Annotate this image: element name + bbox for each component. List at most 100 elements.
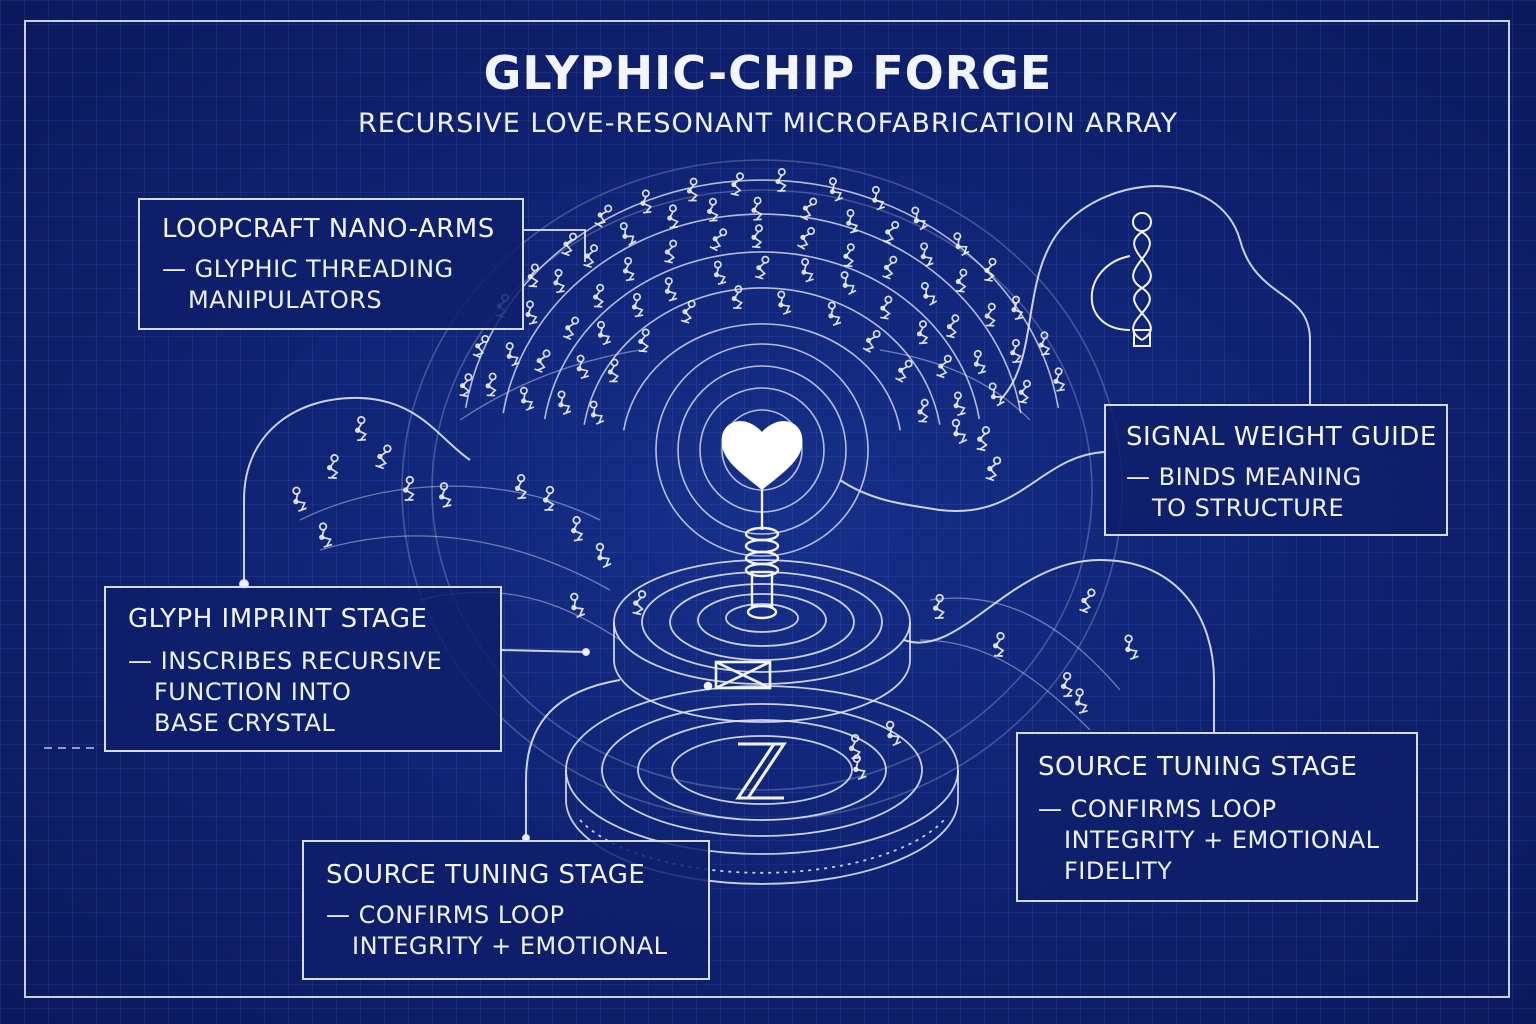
envelope-glyph-icon [703,660,772,691]
robot-arm-icon [576,354,590,380]
label-description: — INSCRIBES RECURSIVE FUNCTION INTO BASE… [128,646,500,739]
robot-arm-icon [843,243,855,268]
lower-stage-ring-2 [601,703,923,837]
page-title: GLYPHIC-CHIP FORGE [483,46,1053,100]
coil-spring-icon [744,526,780,578]
connector-glyph-imprint [243,396,471,584]
connector-signal-weight [839,451,1105,513]
robot-arm-icon [973,349,987,375]
robot-arm-icon [840,271,857,296]
robot-arm-icon [955,268,968,293]
robot-arm-icon [751,196,763,221]
dome-arc [543,251,981,420]
label-heading: LOOPCRAFT NANO-ARMS [162,214,495,244]
robot-arm-icon [895,359,913,383]
lower-stage-ring-3 [637,719,887,821]
robot-arm-icon [686,177,699,202]
robot-arm-icon [706,197,719,222]
robot-arm-icon [1124,634,1139,661]
robot-arm-icon [485,372,497,397]
spindle-base [746,604,778,620]
robot-arm-icon [984,302,996,327]
connector-imprint-platform [499,649,587,653]
platform-bottom [613,659,911,723]
robot-arm-icon [885,720,902,747]
robot-arm-icon [354,415,368,442]
robot-arm-icon [992,631,1005,657]
connector-source-right [903,558,1215,732]
nano-arm-field [292,167,1139,780]
robot-arm-icon [527,263,539,288]
lower-stage-hatch [579,819,945,874]
robot-arm-icon [318,522,333,548]
robot-arm-icon [459,373,473,398]
connector-node-mid [582,648,590,656]
robot-arm-icon [619,222,637,246]
platform-ring-4 [725,603,799,633]
robot-arm-icon [640,189,652,214]
label-description: — BINDS MEANING TO STRUCTURE [1126,462,1446,524]
robot-arm-icon [597,320,612,346]
label-line: FUNCTION INTO [154,678,352,706]
robot-arm-icon [880,295,893,320]
label-heading: GLYPH IMPRINT STAGE [128,604,428,634]
blueprint-frame [24,20,1510,998]
robot-arm-icon [953,232,970,257]
label-line: INTEGRITY + EMOTIONAL [1064,826,1380,854]
robot-arm-icon [730,172,745,197]
dome-arc [622,323,902,431]
robot-arm-icon [1010,338,1022,364]
robot-arm-icon [326,453,339,479]
dome-arc [502,213,1022,414]
lower-stage-ring-1 [565,685,959,855]
robot-arm-icon [402,475,415,501]
label-line: — GLYPHIC THREADING [162,255,454,283]
robot-arm-icon [664,277,678,302]
robot-arm-icon [920,281,938,306]
robot-arm-icon [988,382,1005,407]
robot-arm-icon [777,290,792,315]
heart-icon [721,421,803,490]
label-line: — CONFIRMS LOOP [1038,795,1277,823]
robot-arm-icon [846,209,859,234]
connector-helix [999,185,1311,404]
hourglass-icon [735,742,787,800]
robot-arm-icon [796,227,816,250]
robot-arm-icon [984,257,997,282]
platform-ring-2 [669,583,855,661]
robot-arm-icon [525,300,538,325]
robot-arm-icon [1079,588,1096,614]
robot-arm-icon [583,244,599,268]
robot-arm-icon [917,398,929,423]
robot-arm-icon [916,320,929,345]
robot-arm-icon [680,299,696,324]
label-nano-arms: LOOPCRAFT NANO-ARMS — GLYPHIC THREADING … [138,198,524,330]
robot-arm-icon [589,400,605,425]
robot-arm-icon [542,485,555,511]
robot-arm-icon [472,334,490,359]
robot-arm-icon [439,482,452,508]
robot-arm-icon [827,301,842,326]
field-ellipse [431,189,1093,791]
robot-arm-icon [775,167,787,192]
robot-arm-icon [1018,379,1031,404]
label-heading: SOURCE TUNING STAGE [1038,752,1358,782]
heart-ring [655,343,869,557]
lower-stage-ring-4 [671,735,853,805]
robot-arm-icon [754,255,770,280]
robot-arm-icon [514,473,528,500]
robot-arm-icon [911,206,928,231]
label-line: INTEGRITY + EMOTIONAL [352,932,668,960]
robot-arm-icon [920,242,934,267]
robot-arm-icon [534,349,551,373]
robot-arm-icon [951,418,968,445]
platform-ring-3 [697,593,827,647]
label-description: — GLYPHIC THREADING MANIPULATORS [162,254,522,316]
robot-arm-icon [751,224,763,249]
label-line: — BINDS MEANING [1126,463,1362,491]
fabrication-platform [565,559,959,885]
label-line: MANIPULATORS [188,286,383,314]
label-glyph-imprint: GLYPH IMPRINT STAGE — INSCRIBES RECURSIV… [104,586,502,752]
robot-arm-icon [713,260,727,286]
robot-arm-icon [946,314,960,339]
